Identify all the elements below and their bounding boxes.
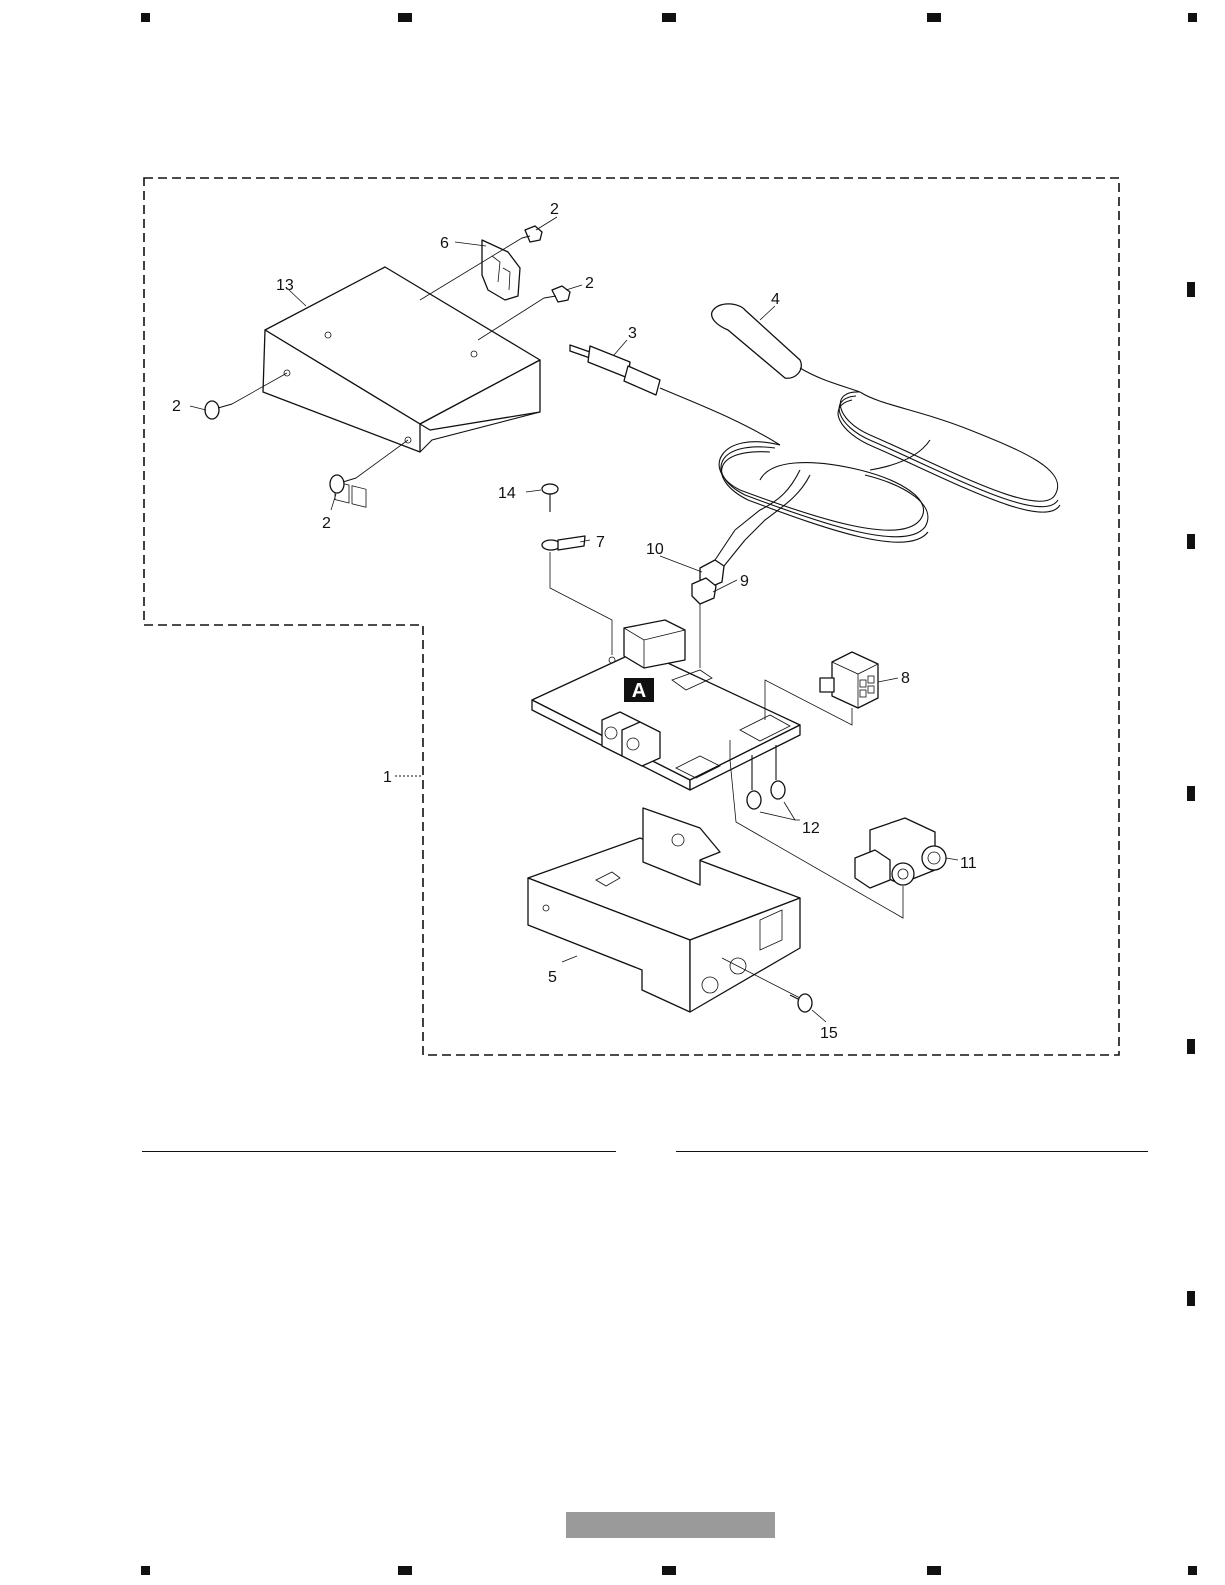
callout-8: 8 — [901, 670, 910, 687]
footer-page-bar — [566, 1512, 775, 1538]
callout-13: 13 — [276, 277, 294, 294]
callout-2-left: 2 — [172, 398, 181, 415]
screw-part-12-a — [747, 755, 761, 809]
left-divider — [142, 1151, 616, 1152]
callout-15: 15 — [820, 1025, 838, 1042]
chassis-part-5 — [528, 808, 800, 1012]
bracket-part-6 — [482, 240, 520, 300]
screw-part-2-c — [205, 401, 232, 419]
washer-part-7 — [542, 536, 585, 550]
callout-11: 11 — [960, 855, 977, 872]
callout-7: 7 — [596, 534, 605, 551]
callout-2-top: 2 — [550, 201, 559, 218]
screw-part-12-b — [771, 745, 785, 799]
registration-marks — [141, 13, 1197, 1575]
jack-part-11 — [855, 818, 946, 888]
callout-6: 6 — [440, 235, 449, 252]
cover-part-13 — [263, 267, 540, 507]
cable-coils — [719, 392, 1060, 542]
antenna-plug-part-3 — [570, 345, 780, 445]
antenna-cable-part-4 — [712, 304, 860, 392]
callout-2-bottom: 2 — [322, 515, 331, 532]
callout-9: 9 — [740, 573, 749, 590]
callout-14: 14 — [498, 485, 516, 502]
screw-part-14 — [542, 484, 558, 512]
pcb-assembly-a — [532, 620, 800, 790]
connector-part-8 — [820, 652, 878, 708]
callout-4: 4 — [771, 291, 780, 308]
screw-part-2-b — [544, 286, 570, 302]
callout-12: 12 — [802, 820, 820, 837]
callout-5: 5 — [548, 969, 557, 986]
right-divider — [676, 1151, 1148, 1152]
callout-2-right: 2 — [585, 275, 594, 292]
callout-1: 1 — [383, 769, 392, 786]
section-badge-a: A — [632, 680, 646, 702]
callout-3: 3 — [628, 325, 637, 342]
callout-10: 10 — [646, 541, 664, 558]
